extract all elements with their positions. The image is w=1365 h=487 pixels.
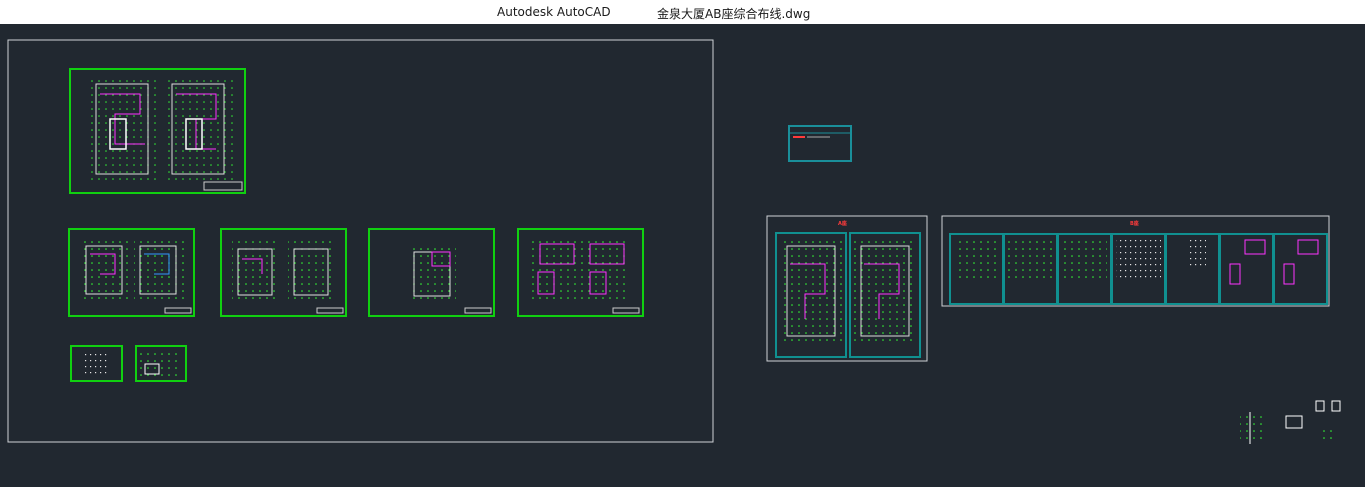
legend-box <box>788 125 852 162</box>
label-building-b: B座 <box>1130 221 1139 227</box>
cad-drawing <box>7 39 1341 444</box>
sheet-floor-plan-top <box>69 68 246 194</box>
layout-frame-left <box>7 39 714 443</box>
riser-diagrams <box>1240 400 1341 444</box>
app-title: Autodesk AutoCAD <box>497 5 611 19</box>
sheet-row-middle <box>68 228 644 317</box>
sheet-row-small <box>70 345 187 382</box>
sheet-building-a <box>766 215 928 362</box>
sheet-building-b <box>941 215 1330 307</box>
file-title: 金泉大厦AB座综合布线.dwg <box>657 7 811 21</box>
title-bar: Autodesk AutoCAD 金泉大厦AB座综合布线.dwg <box>0 0 1365 24</box>
drawing-canvas[interactable]: A座 B座 <box>0 24 1365 487</box>
label-building-a: A座 <box>838 221 847 227</box>
